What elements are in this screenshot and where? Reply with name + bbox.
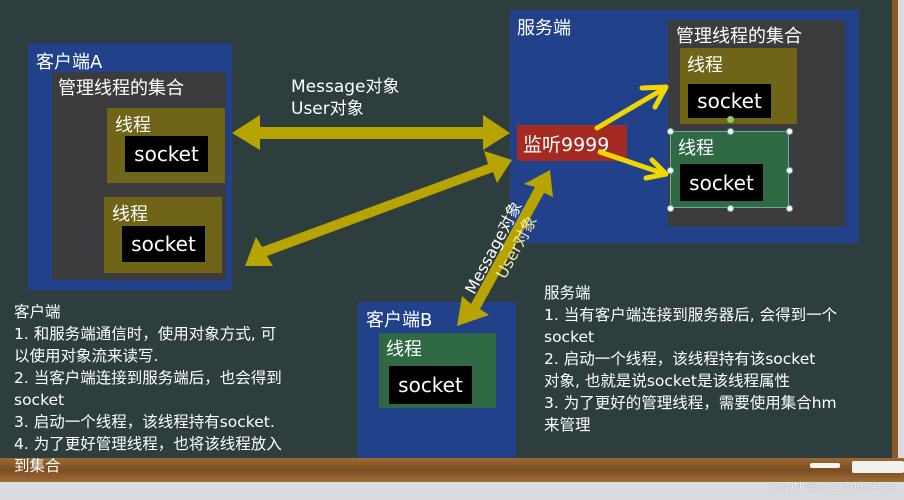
client-a-socket-2: socket: [122, 226, 205, 262]
eraser: [852, 461, 904, 473]
thread-label: 线程: [687, 55, 723, 76]
listen-label: 监听9999: [523, 134, 610, 156]
server-notes-title: 服务端: [544, 284, 591, 302]
thread-label: 线程: [386, 339, 422, 360]
client-notes-title: 客户端: [14, 303, 61, 321]
thread-label: 线程: [678, 138, 714, 159]
client-b-title: 客户端B: [366, 310, 433, 331]
client-a-title: 客户端A: [36, 52, 103, 73]
selection-handle[interactable]: [786, 128, 793, 135]
selection-handle[interactable]: [667, 128, 674, 135]
selection-handle[interactable]: [667, 205, 674, 212]
listen-box: 监听9999: [517, 125, 627, 161]
watermark: CSDN @qq_52095438: [770, 480, 892, 493]
selection-handle[interactable]: [786, 205, 793, 212]
rotation-handle[interactable]: [727, 116, 734, 123]
chalkboard-frame: [0, 458, 904, 482]
thread-label: 线程: [115, 115, 151, 136]
server-socket-2: socket: [680, 164, 763, 201]
server-socket-1: socket: [688, 84, 771, 118]
selection-handle[interactable]: [786, 167, 793, 174]
client-a-collection-label: 管理线程的集合: [58, 78, 184, 99]
server-title: 服务端: [517, 18, 571, 39]
chalk-piece: [810, 463, 840, 468]
client-a-socket-1: socket: [125, 136, 208, 172]
server-collection-label: 管理线程的集合: [676, 26, 802, 47]
client-notes: 客户端 1. 和服务端通信时，使用对象方式, 可 以使用对象流来读写. 2. 当…: [14, 303, 282, 475]
client-b-socket: socket: [389, 366, 472, 404]
server-notes: 服务端 1. 当有客户端连接到服务器后, 会得到一个 socket 2. 启动一…: [544, 284, 838, 434]
bottom-strip: [0, 482, 904, 500]
top-arrow-label: Message对象 User对象: [291, 77, 400, 119]
thread-label: 线程: [112, 204, 148, 225]
selection-handle[interactable]: [727, 128, 734, 135]
selection-handle[interactable]: [667, 167, 674, 174]
selection-handle[interactable]: [727, 205, 734, 212]
